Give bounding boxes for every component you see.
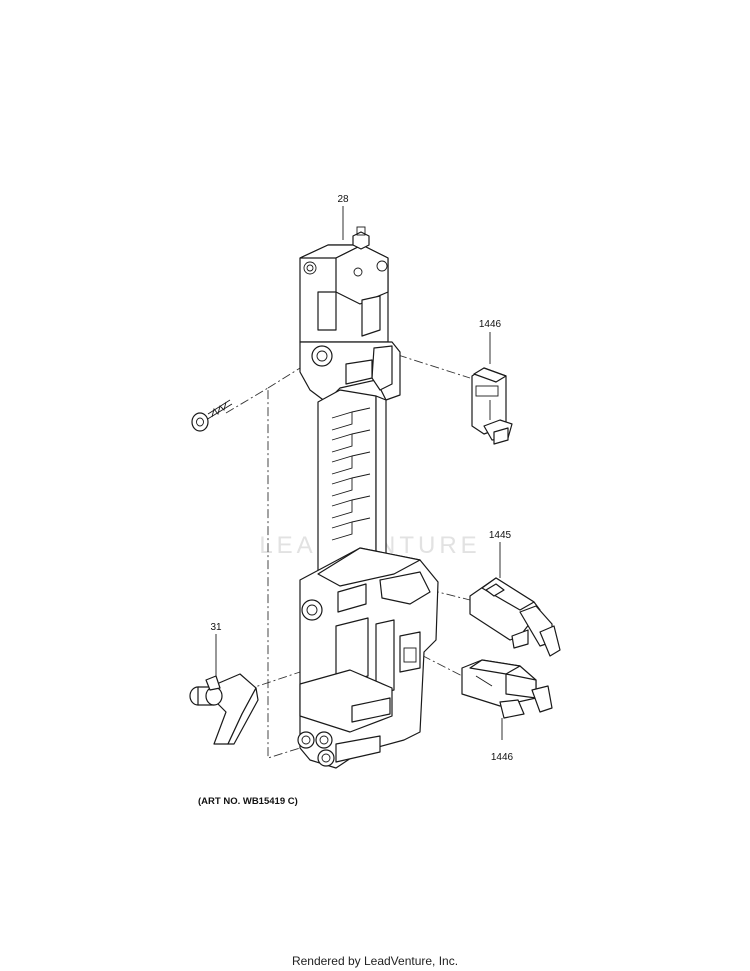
footer-credit: Rendered by LeadVenture, Inc. <box>291 954 459 968</box>
callout-1446-bottom: 1446 <box>491 752 514 763</box>
switch-top-part-1446[interactable] <box>471 367 513 445</box>
callout-1445: 1445 <box>489 530 512 541</box>
switch-middle-part-1445[interactable] <box>469 577 561 657</box>
callout-28: 28 <box>337 194 349 205</box>
lever-part-31[interactable] <box>189 673 259 745</box>
callout-1446-top: 1446 <box>479 319 502 330</box>
art-number: (ART NO. WB15419 C) <box>198 796 298 807</box>
leader-lines <box>215 206 503 740</box>
callout-31: 31 <box>210 622 222 633</box>
latch-frame-part-28[interactable] <box>297 226 439 769</box>
screw[interactable] <box>191 399 233 432</box>
switch-bottom-part-1446[interactable] <box>461 659 553 719</box>
